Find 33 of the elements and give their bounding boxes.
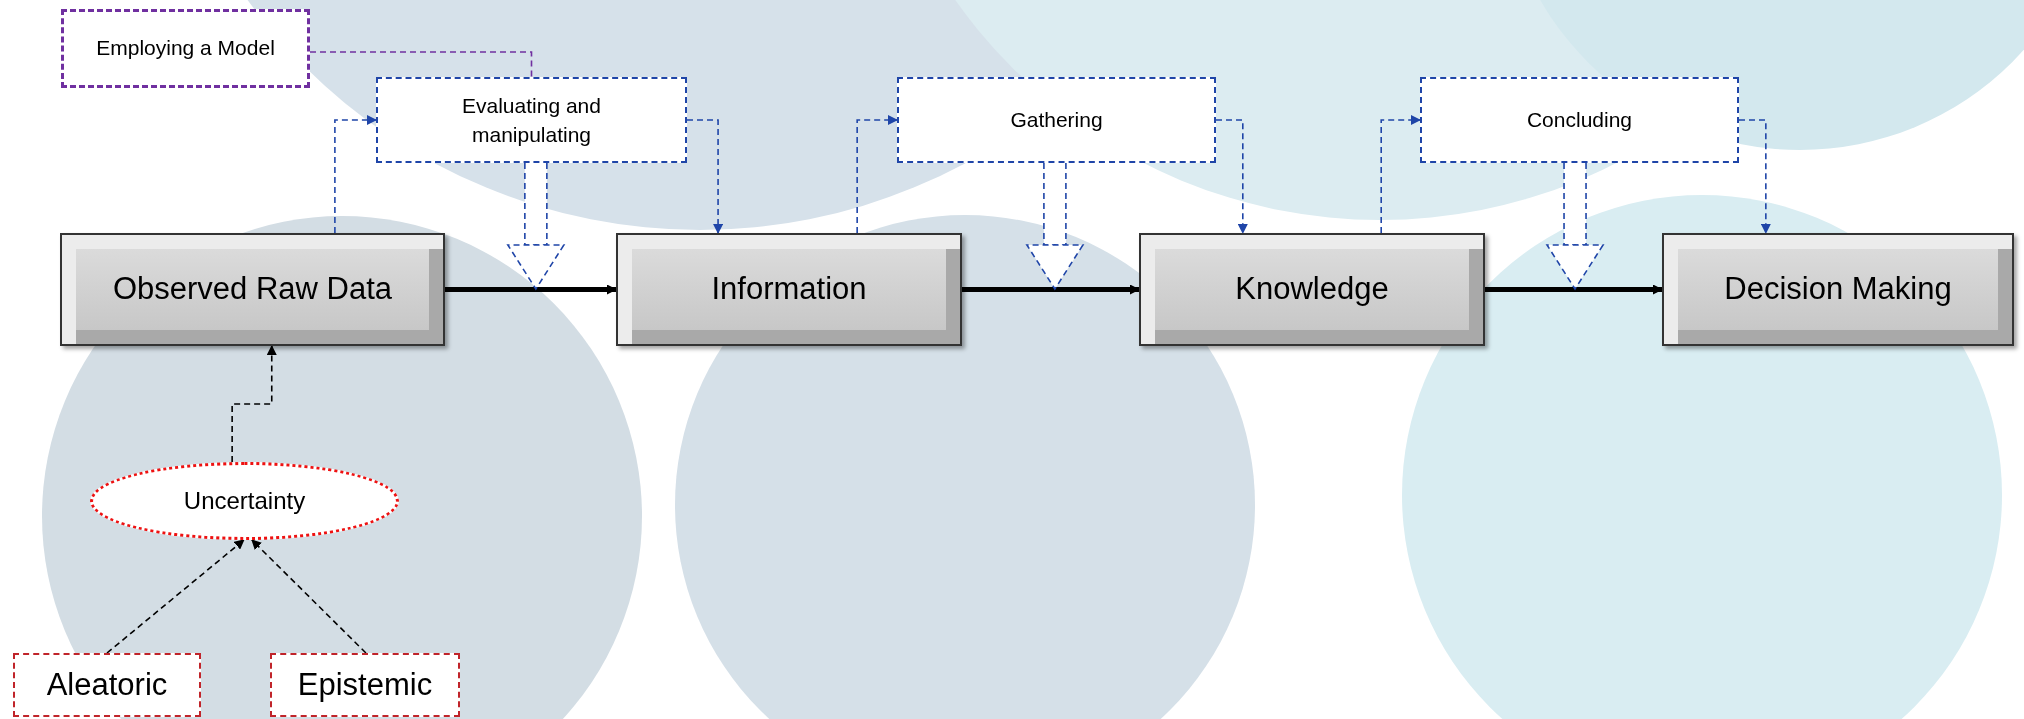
arrow	[856, 115, 898, 234]
arrow	[1215, 119, 1248, 234]
node-label: Decision Making	[1724, 270, 1952, 309]
node-label: Aleatoric	[46, 665, 168, 704]
arrow	[1485, 284, 1663, 295]
arrow	[1738, 119, 1771, 234]
category-box	[13, 653, 201, 717]
block-arrow	[1026, 162, 1084, 290]
node-label: Knowledge	[1235, 270, 1389, 309]
stage-box	[616, 233, 962, 346]
arrow	[106, 539, 245, 654]
node-label: Uncertainty	[183, 486, 306, 516]
arrow	[445, 284, 617, 295]
model-box	[61, 9, 310, 88]
node-label: Employing a Model	[96, 35, 275, 62]
node-label: Gathering	[1010, 107, 1103, 134]
node-label: Epistemic	[297, 665, 433, 704]
node-label: Observed Raw Data	[112, 270, 393, 309]
node-label: Evaluating and manipulating	[461, 92, 602, 148]
stage-box	[1139, 233, 1485, 346]
arrow	[1380, 115, 1421, 234]
arrow	[686, 119, 724, 234]
block-arrow	[507, 162, 565, 290]
arrow	[231, 345, 277, 463]
category-box	[270, 653, 460, 717]
arrow	[962, 284, 1140, 295]
node-label: Concluding	[1526, 107, 1633, 134]
node-label: Information	[711, 270, 867, 309]
stage-box	[1662, 233, 2014, 346]
arrow	[334, 115, 377, 234]
block-arrow	[1546, 162, 1604, 290]
stage-box	[60, 233, 445, 346]
arrow	[251, 539, 367, 654]
